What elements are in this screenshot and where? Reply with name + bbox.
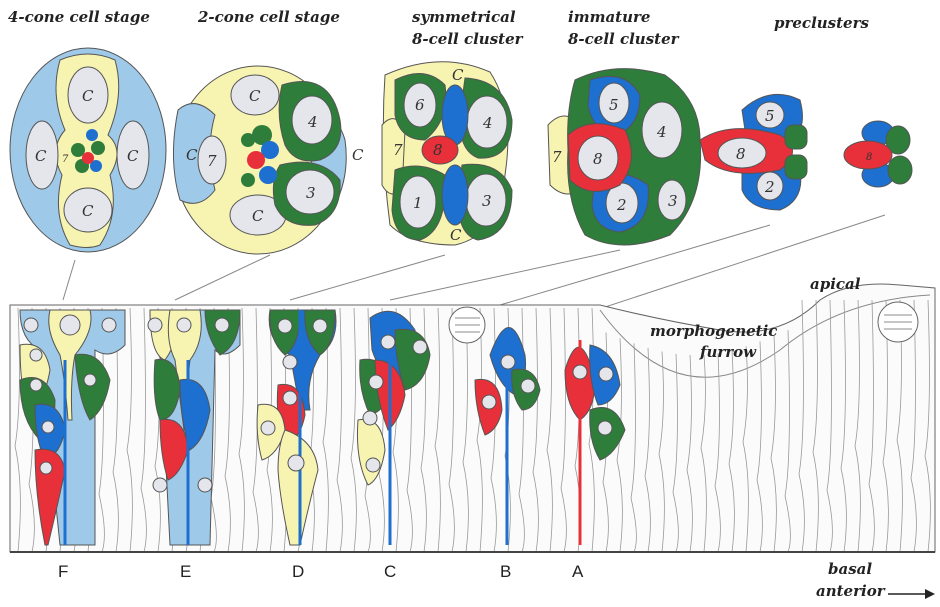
cluster-precluster-small: 8 [844,121,912,187]
column-label-F: F [58,562,68,582]
cluster2-r7: 7 [207,152,217,170]
column-label-B: B [500,562,511,582]
cluster2-c-bottom: C [252,207,264,225]
cluster3-r6: 6 [415,96,425,114]
cluster3-c-bottom: C [450,226,462,244]
cluster-immature-8-cell: 5 4 8 2 3 7 [548,69,701,245]
label-apical: apical [810,275,860,293]
cluster2-r4: 4 [307,113,318,131]
column-label-D: D [292,562,304,582]
cluster6-r8: 8 [866,152,872,163]
cluster1-c-right: C [127,147,139,165]
cluster-precluster-large: 5 8 2 [700,94,807,210]
cluster3-c-top: C [452,66,464,84]
cluster3-r4: 4 [482,114,493,132]
label-anterior: anterior [816,582,885,600]
cluster1-r7: 7 [62,154,69,165]
cluster1-c-left: C [35,147,47,165]
ommatidium-icon-left [449,307,485,343]
anterior-arrow-icon [888,589,935,599]
cluster3-r7: 7 [393,141,403,159]
cluster1-c-bottom: C [82,202,94,220]
title-2-cone-stage: 2-cone cell stage [198,8,340,26]
cluster2-c-top: C [249,87,261,105]
column-label-E: E [180,562,191,582]
cluster3-r8: 8 [433,141,443,159]
cluster5-r8: 8 [736,145,746,163]
cluster4-r8: 8 [593,150,603,168]
cluster4-r5: 5 [609,96,619,114]
cluster5-r2: 2 [764,178,775,196]
cluster1-c-top: C [82,87,94,105]
cluster3-r1: 1 [413,194,423,212]
cluster4-r2: 2 [616,196,627,214]
cluster-4-cone-stage: C C C C 7 [10,48,166,252]
cluster-symmetrical-8-cell: C C 6 4 1 3 7 8 [382,62,512,245]
cluster3-r3: 3 [482,192,492,210]
cluster5-r5: 5 [765,107,775,125]
cluster4-r7: 7 [552,148,562,166]
cluster2-c-right: C [352,146,364,164]
cluster4-r3: 3 [668,192,678,210]
ommatidium-icon-right [878,302,918,342]
column-label-C: C [384,562,396,582]
title-4-cone-stage: 4-cone cell stage [8,8,150,26]
label-basal: basal [828,560,872,578]
cluster4-r4: 4 [656,123,667,141]
cluster-2-cone-stage: C C C C 7 4 3 [173,66,364,254]
title-immature-line2: 8-cell cluster [568,30,679,48]
label-furrow-line1: morphogenetic [650,322,777,340]
title-symmetrical-line1: symmetrical [412,8,516,26]
title-preclusters: preclusters [774,14,869,32]
label-furrow-line2: furrow [700,343,756,361]
column-label-A: A [572,562,583,582]
title-immature-line1: immature [568,8,650,26]
title-symmetrical-line2: 8-cell cluster [412,30,523,48]
cluster2-c-left: C [186,146,198,164]
cluster2-r3: 3 [306,184,316,202]
